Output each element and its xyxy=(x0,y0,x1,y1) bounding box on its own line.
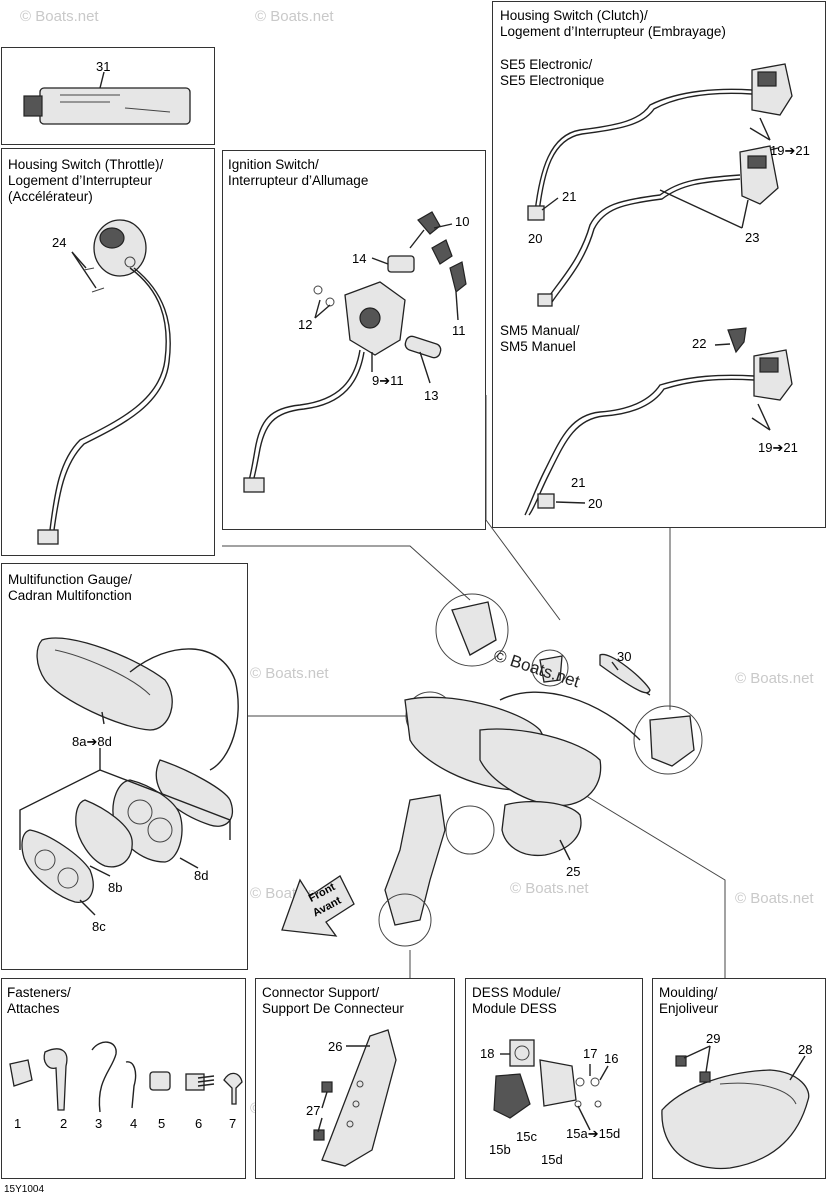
document-code: 15Y1004 xyxy=(4,1184,45,1195)
moulding-panel-title: Moulding/ Enjoliveur xyxy=(659,985,719,1016)
fasteners-panel-title: Fasteners/ Attaches xyxy=(7,985,71,1016)
watermark: © Boats.net xyxy=(20,8,99,25)
watermark: © Boats.net xyxy=(735,890,814,907)
callout-7: 7 xyxy=(229,1116,237,1131)
callout-19-21: 19➔21 xyxy=(770,143,810,158)
callout-21-sm5: 21 xyxy=(571,475,586,490)
callout-26: 26 xyxy=(328,1039,343,1054)
callout-1: 1 xyxy=(14,1116,22,1131)
grease-tube-illustration xyxy=(23,71,191,125)
throttle-panel-title: Housing Switch (Throttle)/ Logement d’In… xyxy=(8,157,164,204)
main-assembly-illustration xyxy=(281,593,703,947)
throttle-housing-illustration xyxy=(37,219,171,545)
callout-23: 23 xyxy=(745,230,760,245)
callout-9-11: 9➔11 xyxy=(372,373,404,388)
callout-10: 10 xyxy=(455,214,470,229)
callout-14: 14 xyxy=(352,251,367,266)
callout-15c: 15c xyxy=(516,1129,537,1144)
fasteners-illustration xyxy=(9,1041,243,1113)
dess-module-illustration xyxy=(493,1039,609,1131)
callout-8a-8d: 8a➔8d xyxy=(72,734,112,749)
callout-29: 29 xyxy=(706,1031,721,1046)
callout-31: 31 xyxy=(96,59,111,74)
ignition-panel-title: Ignition Switch/ Interrupteur d’Allumage xyxy=(228,157,369,188)
callout-30: 30 xyxy=(617,649,632,664)
callout-20: 20 xyxy=(528,231,543,246)
se5-panel-title: SE5 Electronic/ SE5 Electronique xyxy=(500,57,605,88)
sm5-panel-title: SM5 Manual/ SM5 Manuel xyxy=(500,323,580,354)
callout-16: 16 xyxy=(604,1051,619,1066)
sm5-clutch-housing-illustration xyxy=(524,327,793,516)
callout-18: 18 xyxy=(480,1046,495,1061)
callout-8d: 8d xyxy=(194,868,209,883)
watermark: © Boats.net xyxy=(250,665,329,682)
callout-19-21-sm5: 19➔21 xyxy=(758,440,798,455)
callout-20-sm5: 20 xyxy=(588,496,603,511)
clutch-panel-title: Housing Switch (Clutch)/ Logement d’Inte… xyxy=(500,8,726,39)
callout-17: 17 xyxy=(583,1046,598,1061)
callout-22: 22 xyxy=(692,336,707,351)
throttle-panel xyxy=(1,148,215,556)
watermark: © Boats.net xyxy=(735,670,814,687)
connector-panel-title: Connector Support/ Support De Connecteur xyxy=(262,985,404,1016)
multifunction-gauge-illustration xyxy=(19,637,239,916)
callout-5: 5 xyxy=(158,1116,166,1131)
callout-25: 25 xyxy=(566,864,581,879)
moulding-illustration xyxy=(661,1045,810,1170)
callout-15a-15d: 15a➔15d xyxy=(566,1126,621,1141)
callout-27: 27 xyxy=(306,1103,321,1118)
ignition-switch-illustration xyxy=(243,211,467,493)
callout-4: 4 xyxy=(130,1116,138,1131)
assembly-leader-lines xyxy=(222,395,726,978)
connector-support-illustration xyxy=(313,1029,397,1167)
callout-15b: 15b xyxy=(489,1142,511,1157)
dess-panel-title: DESS Module/ Module DESS xyxy=(472,985,561,1016)
callout-6: 6 xyxy=(195,1116,203,1131)
callout-15d: 15d xyxy=(541,1152,563,1167)
se5-clutch-housing-illustration xyxy=(527,63,793,307)
fasteners-panel xyxy=(1,978,246,1179)
callout-8c: 8c xyxy=(92,919,106,934)
callout-12: 12 xyxy=(298,317,313,332)
callout-21: 21 xyxy=(562,189,577,204)
watermark: © Boats.net xyxy=(255,8,334,25)
front-arrow-shape xyxy=(281,875,355,937)
callout-13: 13 xyxy=(424,388,439,403)
callout-24: 24 xyxy=(52,235,67,250)
watermark: © Boats.net xyxy=(510,880,589,897)
callout-11: 11 xyxy=(452,323,466,338)
callout-2: 2 xyxy=(60,1116,68,1131)
gauge-panel-title: Multifunction Gauge/ Cadran Multifonctio… xyxy=(8,572,132,603)
callout-3: 3 xyxy=(95,1116,103,1131)
callout-8b: 8b xyxy=(108,880,123,895)
gauge-panel xyxy=(1,563,248,970)
callout-28: 28 xyxy=(798,1042,813,1057)
